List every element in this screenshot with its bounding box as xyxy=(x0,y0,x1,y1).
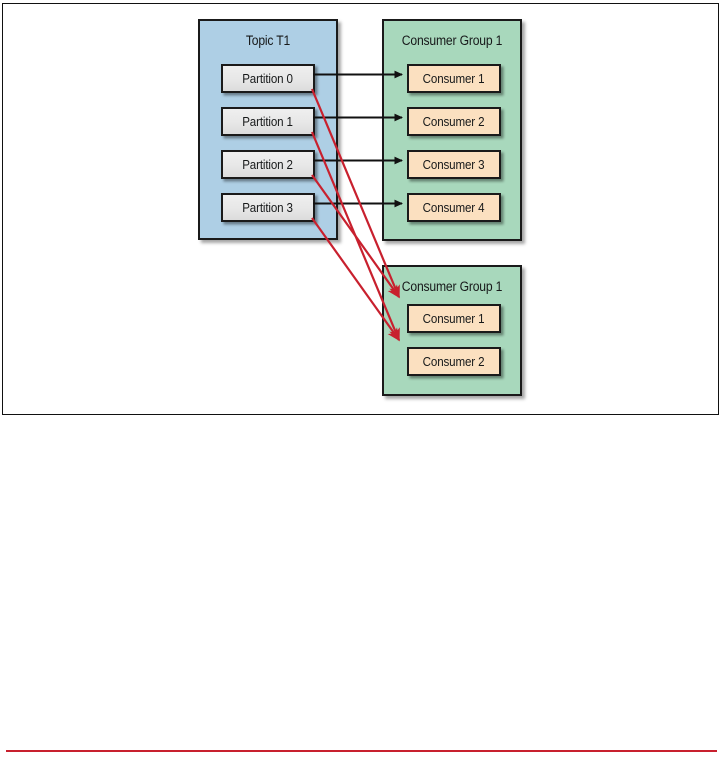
consumer-label-0-3: Consumer 4 xyxy=(423,200,485,215)
consumer-label-0-0: Consumer 1 xyxy=(423,71,485,86)
consumer-group-title-1: Consumer Group 1 xyxy=(401,279,503,294)
partition-box-0: Partition 0 xyxy=(221,64,315,93)
topic-title: Topic T1 xyxy=(245,33,291,48)
partition-box-3: Partition 3 xyxy=(221,193,315,222)
consumer-label-0-2: Consumer 3 xyxy=(423,157,485,172)
partition-box-2: Partition 2 xyxy=(221,150,315,179)
partition-label-0: Partition 0 xyxy=(242,71,294,86)
partition-box-1: Partition 1 xyxy=(221,107,315,136)
page-bottom-rule xyxy=(6,750,717,752)
partition-label-3: Partition 3 xyxy=(242,200,294,215)
consumer-box-1-0: Consumer 1 xyxy=(407,304,501,333)
consumer-box-1-1: Consumer 2 xyxy=(407,347,501,376)
consumer-label-1-0: Consumer 1 xyxy=(423,311,485,326)
partition-label-2: Partition 2 xyxy=(242,157,294,172)
consumer-box-0-3: Consumer 4 xyxy=(407,193,501,222)
consumer-box-0-1: Consumer 2 xyxy=(407,107,501,136)
consumer-box-0-0: Consumer 1 xyxy=(407,64,501,93)
consumer-group-title-0: Consumer Group 1 xyxy=(401,33,503,48)
consumer-label-0-1: Consumer 2 xyxy=(423,114,485,129)
consumer-box-0-2: Consumer 3 xyxy=(407,150,501,179)
consumer-label-1-1: Consumer 2 xyxy=(423,354,485,369)
figure-frame: Topic T1 Partition 0 Partition 1 Partiti… xyxy=(2,3,719,415)
partition-label-1: Partition 1 xyxy=(242,114,294,129)
